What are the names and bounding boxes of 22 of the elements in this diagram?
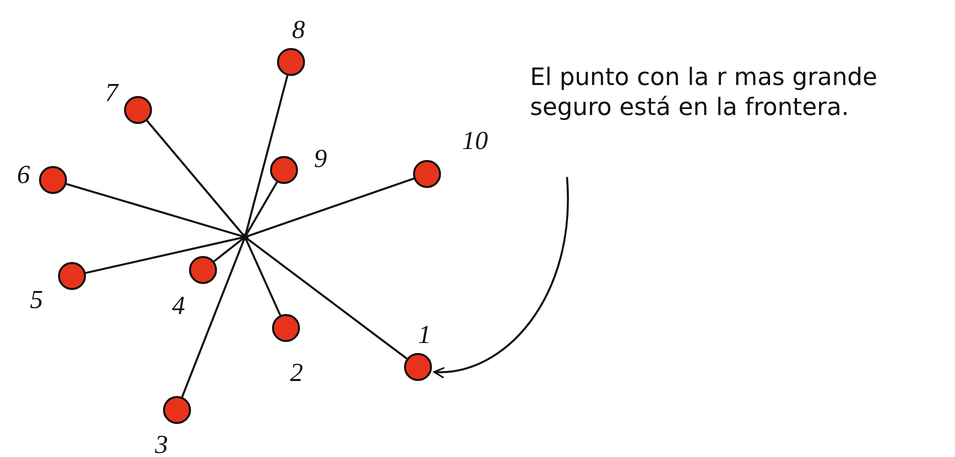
point-number: 6	[17, 162, 30, 188]
connector-line	[146, 120, 244, 236]
connector-line	[248, 178, 414, 237]
point-number: 5	[30, 287, 43, 313]
curved-arrow	[433, 176, 569, 378]
point-number: 7	[105, 80, 118, 106]
point-number: 3	[155, 432, 168, 457]
connector-line	[246, 238, 408, 360]
point-number: 1	[418, 322, 431, 348]
connector-line	[181, 239, 245, 398]
annotation-text: El punto con la r mas grande seguro está en la frontera.	[530, 62, 878, 122]
connector-line	[245, 239, 282, 316]
point-number: 8	[292, 17, 305, 43]
connector-line	[244, 75, 288, 234]
point-number: 4	[172, 293, 185, 319]
connector-line	[85, 236, 242, 274]
point-number: 9	[314, 146, 327, 172]
point-number: 10	[462, 128, 488, 154]
connector-line	[246, 182, 278, 235]
point-number: 2	[290, 360, 303, 386]
connector-line	[66, 183, 242, 238]
connector-line	[213, 238, 244, 262]
